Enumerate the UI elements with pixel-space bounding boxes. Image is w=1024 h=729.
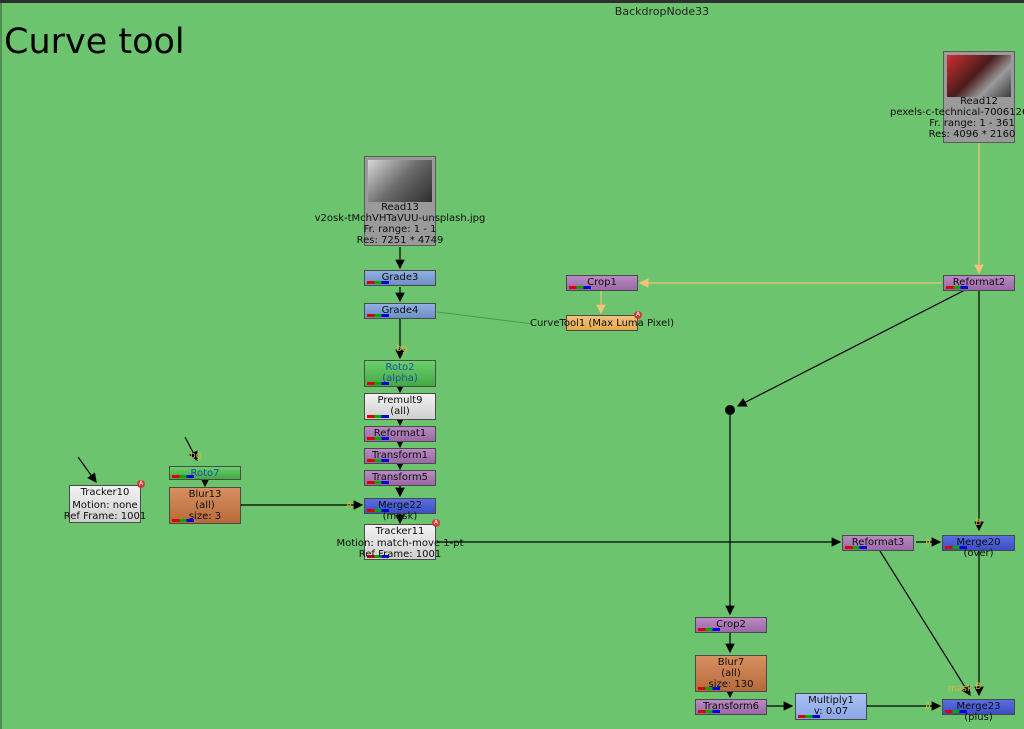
read13-node[interactable]: [364, 156, 436, 246]
roto2-node[interactable]: Roto2(alpha): [364, 360, 436, 387]
roto7-bg-label: bg: [190, 451, 202, 461]
read12-node[interactable]: [943, 51, 1015, 143]
tracker10-motion: Motion: none: [72, 500, 138, 511]
merge20-node[interactable]: Merge20 (over): [942, 535, 1015, 559]
transform1-label: Transform1: [371, 450, 429, 461]
blur13-sub: (all): [195, 500, 215, 511]
transform6-label: Transform6: [702, 701, 760, 712]
reformat1-node[interactable]: Reformat1: [364, 426, 436, 442]
grade3-node[interactable]: Grade3: [364, 270, 436, 286]
read13-res: Res: 7251 * 4749: [356, 235, 444, 246]
merge23-mask-label: mask: [948, 684, 973, 694]
reformat3-node[interactable]: Reformat3: [842, 535, 914, 551]
tracker11-label: Tracker11: [375, 526, 425, 537]
premult9-sub: (all): [390, 406, 410, 417]
merge20-b-label: B: [975, 518, 982, 528]
crop2-label: Crop2: [716, 619, 746, 630]
tracker11-motion: Motion: match-move 1-pt: [336, 538, 464, 549]
read12-thumbnail: [947, 55, 1011, 97]
merge22-label: Merge22 (mask): [378, 500, 422, 522]
backdrop-left-edge: [0, 3, 2, 729]
read13-thumbnail: [368, 160, 432, 202]
premult9-label: Premult9: [377, 395, 423, 406]
merge22-a-label: A: [346, 501, 353, 511]
roto7-node[interactable]: Roto7: [169, 466, 241, 480]
transform1-node[interactable]: Transform1: [364, 448, 436, 464]
merge20-a-label: A: [925, 538, 932, 548]
tracker10-label: Tracker10: [80, 487, 130, 498]
read13-name: Read13: [381, 202, 419, 213]
curvetool1-badge: A: [634, 311, 642, 319]
read12-range: Fr. range: 1 - 361: [929, 118, 1015, 129]
tracker11-node[interactable]: Tracker11: [364, 524, 436, 560]
read13-range: Fr. range: 1 - 1: [363, 224, 437, 235]
merge23-node[interactable]: Merge23 (plus): [942, 699, 1015, 723]
reformat2-node[interactable]: Reformat2: [943, 275, 1015, 291]
read12-file: pexels-c-technical-7006126: [890, 107, 1024, 118]
blur13-size: size: 3: [188, 511, 222, 522]
tracker11-ref: Ref Frame: 1001: [358, 549, 442, 560]
crop1-node[interactable]: Crop1: [566, 275, 638, 291]
roto2-sub: (alpha): [382, 373, 418, 384]
reformat3-label: Reformat3: [851, 537, 905, 548]
dot-node[interactable]: [725, 405, 735, 415]
crop1-label: Crop1: [587, 277, 617, 288]
curvetool1-node[interactable]: [566, 315, 638, 331]
blur7-size: size: 130: [708, 679, 754, 690]
crop2-node[interactable]: Crop2: [695, 617, 767, 633]
multiply1-label: Multiply1: [808, 695, 854, 706]
blur7-sub: (all): [721, 668, 741, 679]
merge23-a-label: A: [925, 702, 932, 712]
read13-file: v2osk-tMchVHTaVUU-unsplash.jpg: [314, 213, 486, 224]
blur13-label: Blur13: [188, 489, 222, 500]
roto7-label: Roto7: [190, 468, 220, 479]
transform5-label: Transform5: [371, 472, 429, 483]
roto2-label: Roto2: [385, 362, 415, 373]
tracker10-ref: Ref Frame: 1001: [63, 511, 147, 522]
reformat1-label: Reformat1: [373, 428, 427, 439]
window-top-bar: [0, 0, 1024, 3]
roto2-bg-label: bg: [396, 344, 408, 354]
backdrop-label: Curve tool: [4, 22, 185, 62]
blur13-node[interactable]: Blur13(all)size: 3: [169, 487, 241, 524]
merge20-label: Merge20 (over): [956, 537, 1001, 559]
reformat2-label: Reformat2: [952, 277, 1006, 288]
read12-name: Read12: [960, 96, 998, 107]
premult9-node[interactable]: Premult9(all): [364, 393, 436, 420]
blur7-node[interactable]: Blur7(all)size: 130: [695, 655, 767, 692]
tracker10-badge: A: [137, 480, 145, 488]
merge23-b-label: B: [975, 682, 982, 692]
transform5-node[interactable]: Transform5: [364, 470, 436, 486]
tracker11-badge: A: [432, 519, 440, 527]
read12-res: Res: 4096 * 2160: [928, 129, 1016, 140]
merge22-node[interactable]: Merge22 (mask): [364, 498, 436, 522]
grade4-label: Grade4: [381, 305, 419, 316]
curvetool1-label: CurveTool1 (Max Luma Pixel): [529, 318, 675, 329]
transform6-node[interactable]: Transform6: [695, 699, 767, 715]
tracker10-node[interactable]: Tracker10: [69, 485, 141, 523]
grade4-node[interactable]: Grade4: [364, 303, 436, 319]
backdrop-title: BackdropNode33: [614, 5, 710, 18]
grade3-label: Grade3: [381, 272, 419, 283]
blur7-label: Blur7: [717, 657, 745, 668]
multiply1-value: v: 0.07: [813, 706, 849, 717]
merge23-label: Merge23 (plus): [956, 701, 1001, 723]
